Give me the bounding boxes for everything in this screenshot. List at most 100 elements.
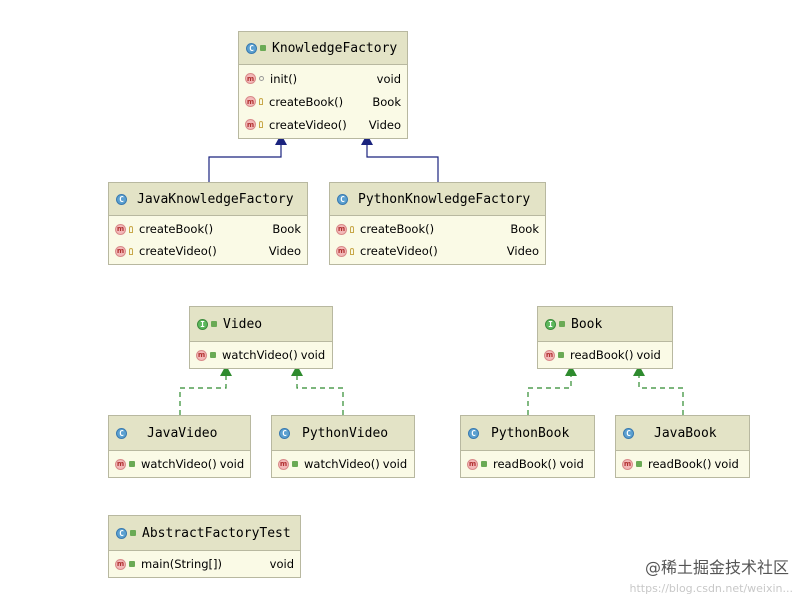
- method-list: m watchVideo() void: [190, 342, 332, 368]
- watermark-text: @稀土掘金技术社区: [644, 558, 789, 577]
- class-icon: C: [116, 193, 127, 205]
- method-row[interactable]: m watchVideo() void: [109, 453, 250, 475]
- protected-key-icon: [350, 247, 354, 255]
- class-header: I Video: [190, 307, 332, 342]
- method-name: readBook(): [570, 348, 634, 362]
- protected-key-icon: [259, 121, 263, 128]
- class-header: C PythonKnowledgeFactory: [330, 183, 545, 216]
- method-list: m watchVideo() void: [109, 451, 250, 477]
- method-row[interactable]: m createBook() Book: [109, 218, 307, 240]
- method-row[interactable]: m readBook() void: [461, 453, 594, 475]
- method-icon: m: [245, 73, 256, 84]
- class-python-video[interactable]: C PythonVideo m watchVideo() void: [271, 415, 415, 478]
- method-return-type: void: [382, 457, 408, 471]
- watermark-url: https://blog.csdn.net/weixin...: [629, 582, 793, 595]
- class-icon: C: [246, 42, 257, 54]
- class-name: JavaKnowledgeFactory: [137, 191, 294, 207]
- class-java-book[interactable]: C JavaBook m readBook() void: [615, 415, 750, 478]
- method-return-type: void: [559, 457, 584, 471]
- method-return-type: Book: [272, 222, 301, 236]
- arrowhead-pythonbook: [565, 365, 577, 376]
- method-name: createVideo(): [269, 117, 347, 132]
- class-name: PythonKnowledgeFactory: [358, 191, 531, 207]
- method-list: m readBook() void: [538, 342, 672, 368]
- edge-pythonvideo-implements: [296, 375, 344, 415]
- edge-pythonbook-implements: [527, 375, 572, 415]
- protected-key-icon: [259, 98, 263, 105]
- edge-javavideo-implements: [179, 375, 227, 415]
- class-java-video[interactable]: C JavaVideo m watchVideo() void: [108, 415, 251, 478]
- class-java-knowledge-factory[interactable]: C JavaKnowledgeFactory m createBook() Bo…: [108, 182, 308, 265]
- public-lock-icon: [292, 461, 298, 467]
- arrowhead-python-factory: [361, 134, 373, 145]
- extends-arrowheads: [275, 134, 373, 145]
- method-list: m init() void m createBook() Book m crea…: [239, 65, 407, 138]
- class-name: KnowledgeFactory: [272, 40, 398, 56]
- method-row[interactable]: m readBook() void: [616, 453, 749, 475]
- edge-java-factory-extends: [208, 143, 282, 182]
- public-lock-icon: [559, 321, 565, 327]
- public-lock-icon: [260, 45, 266, 51]
- class-name: PythonBook: [491, 425, 570, 441]
- arrowhead-java-factory: [275, 134, 287, 145]
- public-lock-icon: [636, 461, 642, 467]
- method-icon: m: [336, 245, 347, 257]
- method-return-type: Book: [372, 94, 401, 109]
- method-row[interactable]: m watchVideo() void: [272, 453, 414, 475]
- class-name: Video: [223, 316, 263, 332]
- method-row[interactable]: m createVideo() Video: [239, 113, 407, 136]
- method-row[interactable]: m init() void: [239, 67, 407, 90]
- class-abstract-factory-test[interactable]: C AbstractFactoryTest m main(String[]) v…: [108, 515, 301, 578]
- arrowhead-javavideo: [220, 365, 232, 376]
- protected-key-icon: [350, 225, 354, 233]
- class-header: C KnowledgeFactory: [239, 32, 407, 65]
- class-name: JavaVideo: [147, 425, 218, 441]
- method-list: m watchVideo() void: [272, 451, 414, 477]
- class-python-book[interactable]: C PythonBook m readBook() void: [460, 415, 595, 478]
- class-icon: C: [623, 427, 634, 439]
- method-row[interactable]: m createVideo() Video: [109, 240, 307, 262]
- class-python-knowledge-factory[interactable]: C PythonKnowledgeFactory m createBook() …: [329, 182, 546, 265]
- method-icon: m: [196, 349, 207, 361]
- interface-book[interactable]: I Book m readBook() void: [537, 306, 673, 369]
- method-list: m createBook() Book m createVideo() Vide…: [109, 216, 307, 264]
- class-knowledge-factory[interactable]: C KnowledgeFactory m init() void m creat…: [238, 31, 408, 139]
- public-lock-icon: [210, 352, 216, 358]
- method-row[interactable]: m main(String[]) void: [109, 553, 300, 575]
- public-lock-icon: [129, 461, 135, 467]
- method-list: m readBook() void: [616, 451, 749, 477]
- method-name: watchVideo(): [222, 348, 298, 362]
- method-row[interactable]: m createBook() Book: [239, 90, 407, 113]
- method-name: createVideo(): [139, 244, 217, 258]
- method-return-type: void: [714, 457, 739, 471]
- method-icon: m: [115, 558, 126, 570]
- public-lock-icon: [558, 352, 564, 358]
- method-list: m readBook() void: [461, 451, 594, 477]
- implements-arrowheads: [220, 365, 645, 376]
- class-header: C AbstractFactoryTest: [109, 516, 300, 551]
- interface-video[interactable]: I Video m watchVideo() void: [189, 306, 333, 369]
- method-name: createBook(): [269, 94, 344, 109]
- protected-key-icon: [129, 225, 133, 233]
- method-name: createVideo(): [360, 244, 438, 258]
- class-name: JavaBook: [654, 425, 717, 441]
- method-name: main(String[]): [141, 557, 222, 571]
- class-icon: C: [116, 427, 127, 439]
- method-list: m createBook() Book m createVideo() Vide…: [330, 216, 545, 264]
- method-return-type: void: [219, 457, 245, 471]
- method-name: createBook(): [360, 222, 435, 236]
- method-name: createBook(): [139, 222, 214, 236]
- method-icon: m: [115, 223, 126, 235]
- class-name: AbstractFactoryTest: [142, 525, 291, 541]
- method-icon: m: [115, 245, 126, 257]
- method-row[interactable]: m createVideo() Video: [330, 240, 545, 262]
- method-row[interactable]: m watchVideo() void: [190, 344, 332, 366]
- method-icon: m: [115, 458, 126, 470]
- method-row[interactable]: m readBook() void: [538, 344, 672, 366]
- method-name: init(): [270, 71, 298, 86]
- method-row[interactable]: m createBook() Book: [330, 218, 545, 240]
- method-return-type: void: [636, 348, 661, 362]
- method-return-type: Video: [506, 244, 539, 258]
- method-name: watchVideo(): [304, 457, 380, 471]
